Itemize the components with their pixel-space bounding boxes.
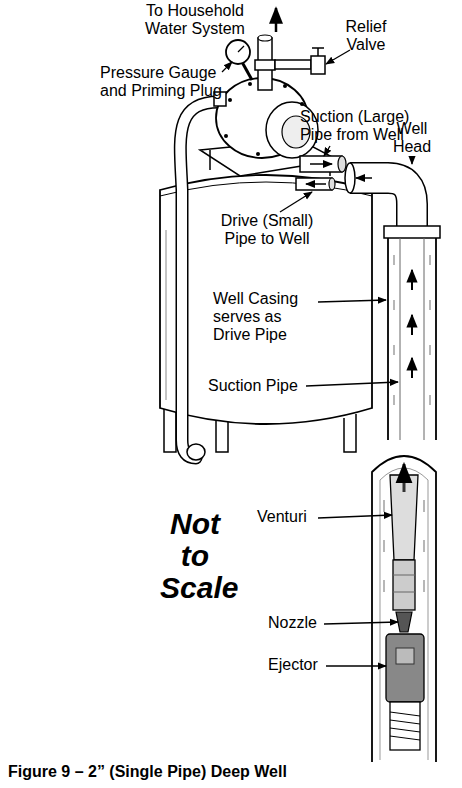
bolt [224,134,228,138]
gauge-needle [238,46,244,52]
casing-inner-wall [380,468,428,760]
pipe-thread [390,712,420,740]
pressure-tank [160,175,372,424]
venturi-joint [393,575,415,592]
bolt [228,98,232,102]
flow-arrow [403,464,406,492]
leader-line [411,158,412,164]
part-label: Nozzle [268,614,348,632]
well-head-outline [350,178,412,232]
gauge-stem [242,62,252,80]
well-head [350,178,412,232]
leader-line [222,62,232,72]
leader-line [326,665,386,666]
casing-collar [384,226,440,238]
pressure-gauge [226,40,250,64]
bolt [283,84,287,88]
well-casing-cutaway [372,456,436,762]
suction-pipe-stub [300,156,342,172]
flow-arrow [411,358,413,378]
venturi-body [393,560,415,610]
tank-seam [160,182,372,196]
flow-arrow [275,8,278,32]
drive-flow-marks [384,500,424,592]
part-label: Ejector [268,656,348,674]
drive-pipe-stub [296,178,332,190]
elbow-end [345,163,355,193]
ejector-tail [390,702,420,750]
tank-leg [216,418,228,452]
flow-arrow [356,177,372,179]
pipe-label: Suction Pipe [208,377,328,395]
leader-line [318,300,386,302]
ejector-body [386,634,424,702]
flow-arrow [411,315,413,335]
flow-mark [384,500,424,592]
leader-line [306,382,398,386]
suction-pipe [400,238,424,440]
relief-valve-lever [312,48,324,56]
leader-line [326,50,350,64]
flow-arrow [306,183,326,185]
relief-pipe [275,60,311,69]
bolt [248,82,252,86]
bolt [300,102,304,106]
gauge-label: Pressure Gauge and Priming Plug [100,64,222,100]
ejector-port [396,648,414,664]
part-label: Venturi [257,508,337,526]
well-head-label: Well Head [387,120,437,156]
leader-line [324,146,330,156]
leader-line [318,515,392,518]
pump-bolts [224,82,304,156]
hose-fitting [187,444,205,460]
outlet-label: To Household Water System [135,2,255,38]
flow-mark [394,255,430,405]
casing-label: Well Casing serves as Drive Pipe [213,290,313,344]
scale-note: Not to Scale [160,508,230,604]
drive-flow-marks [394,255,430,405]
pipe-end [338,156,346,172]
bolt [256,152,260,156]
tank-leg [344,414,356,452]
well-casing [388,238,436,440]
leader-line [324,622,398,624]
flow-arrow [411,270,413,290]
figure-caption: Figure 9 – 2” (Single Pipe) Deep Well [8,763,287,781]
pipe-tee [255,60,275,70]
relief-valve-body [311,56,325,74]
leader-line [280,192,312,212]
flow-arrow [310,163,332,165]
pipe-end [258,35,272,41]
flow-arrows [411,270,413,378]
pipe-end [329,178,335,190]
tank-highlight [166,230,167,400]
nozzle [396,612,412,632]
valve-label: Relief Valve [336,18,396,54]
pipe-label: Drive (Small) Pipe to Well [212,212,322,248]
